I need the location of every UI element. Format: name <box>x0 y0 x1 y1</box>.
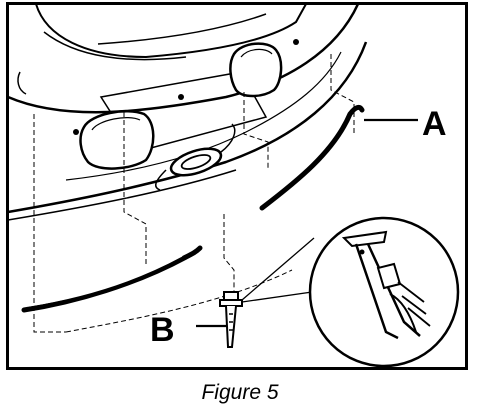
bumper-lower-lip <box>7 169 237 221</box>
trunk-lid-crease <box>97 13 267 45</box>
figure-caption: Figure 5 <box>201 381 279 404</box>
callout-label-b: B <box>150 311 175 349</box>
rear-bumper-illustration <box>6 2 468 370</box>
molding-strip-a <box>259 104 365 211</box>
left-light-edge <box>17 71 27 95</box>
figure-frame <box>6 2 468 370</box>
bumper-bottom-edge <box>7 41 368 214</box>
trunk-lid-outline <box>35 3 307 59</box>
molding-strip-a-highlight <box>263 111 347 203</box>
exhaust-tailpipe-inner <box>180 154 212 170</box>
trunk-lid-seam <box>43 31 187 61</box>
callout-label-a: A <box>422 105 447 143</box>
dashed-guide-mid-right <box>243 92 269 170</box>
bolt-hole-1 <box>73 129 79 135</box>
exhaust-hanger <box>220 123 236 153</box>
detail-clip-installation <box>341 230 431 340</box>
right-reflector-highlight <box>240 48 273 58</box>
bumper-top-edge <box>7 3 360 114</box>
molding-strip-lower <box>21 245 203 313</box>
dashed-guide-bottom <box>65 269 293 333</box>
bolt-hole-3 <box>293 39 299 45</box>
exhaust-bracket <box>155 169 167 191</box>
right-reflector <box>229 42 283 98</box>
dashed-guide-right <box>330 54 355 134</box>
dashed-guide-mid-left <box>123 112 147 264</box>
dashed-guide-left <box>33 114 66 333</box>
molding-strip-lower-highlight <box>27 255 183 307</box>
detail-magnifier-circle <box>308 216 460 368</box>
detail-leader-upper <box>241 237 315 301</box>
dashed-guide-mid <box>223 214 235 292</box>
left-reflector <box>79 110 155 170</box>
push-clip-b <box>219 291 243 348</box>
left-reflector-highlight <box>91 117 141 131</box>
bolt-hole-2 <box>178 94 184 100</box>
